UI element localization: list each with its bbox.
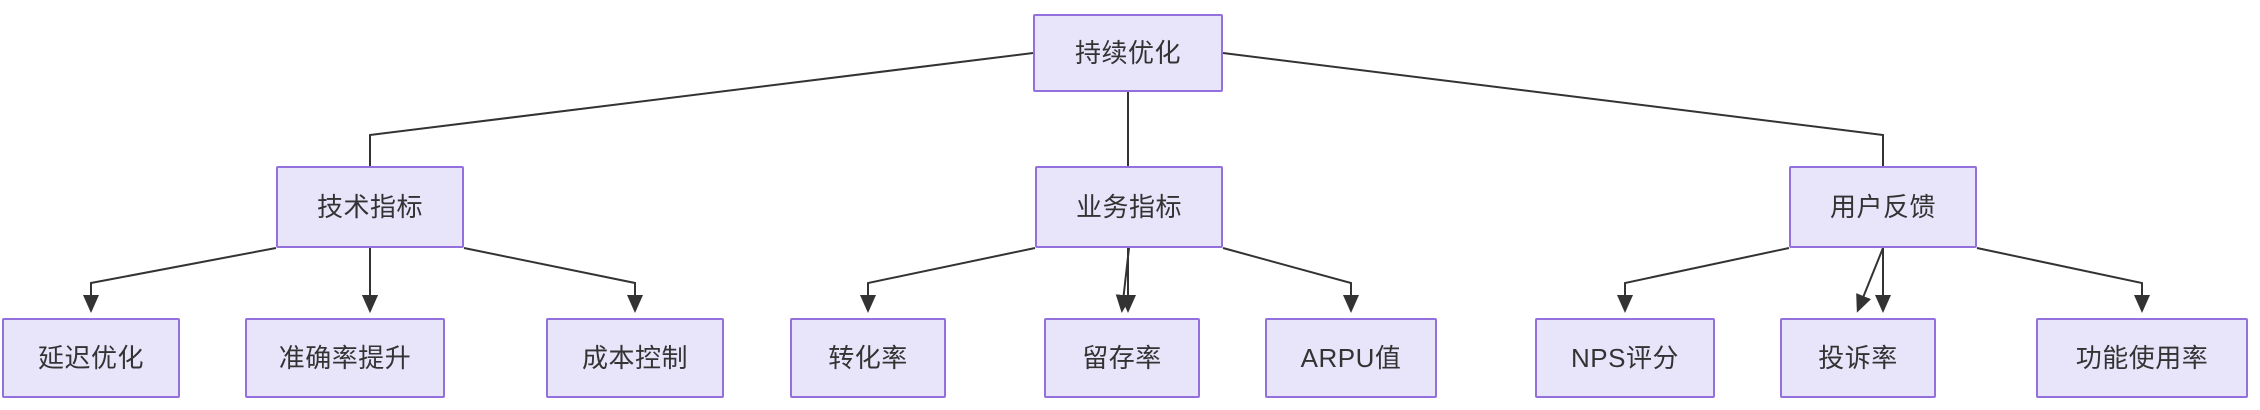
node-label-cost: 成本控制: [581, 343, 688, 373]
node-label-complaint: 投诉率: [1818, 343, 1898, 373]
node-label-conv: 转化率: [828, 343, 908, 373]
node-cost[interactable]: 成本控制: [546, 318, 724, 398]
node-label-latency: 延迟优化: [37, 343, 144, 373]
node-tech[interactable]: 技术指标: [276, 166, 464, 248]
edge-biz-to-conv: [860, 247, 1036, 313]
node-nps[interactable]: NPS评分: [1535, 318, 1715, 398]
node-latency[interactable]: 延迟优化: [2, 318, 180, 398]
edge-biz-to-arpu: [1222, 247, 1359, 313]
edge-biz-to-retention: [1115, 247, 1132, 313]
node-usage[interactable]: 功能使用率: [2036, 318, 2248, 398]
edge-root-to-feedback: [1222, 52, 1891, 313]
node-label-biz: 业务指标: [1075, 192, 1182, 222]
node-root[interactable]: 持续优化: [1033, 14, 1223, 92]
node-label-retention: 留存率: [1082, 343, 1162, 373]
node-label-accuracy: 准确率提升: [278, 343, 412, 373]
edge-tech-to-cost: [463, 247, 643, 313]
node-feedback[interactable]: 用户反馈: [1789, 166, 1977, 248]
node-complaint[interactable]: 投诉率: [1780, 318, 1936, 398]
edge-root-to-tech: [362, 52, 1034, 313]
node-label-arpu: ARPU值: [1300, 343, 1402, 373]
edge-feedback-to-complaint: [1856, 247, 1884, 313]
node-retention[interactable]: 留存率: [1044, 318, 1200, 398]
node-label-nps: NPS评分: [1571, 343, 1679, 373]
node-biz[interactable]: 业务指标: [1035, 166, 1223, 248]
edge-feedback-to-nps: [1617, 247, 1790, 313]
node-label-root: 持续优化: [1074, 38, 1181, 68]
node-conv[interactable]: 转化率: [790, 318, 946, 398]
node-arpu[interactable]: ARPU值: [1265, 318, 1437, 398]
node-label-feedback: 用户反馈: [1829, 192, 1936, 222]
node-accuracy[interactable]: 准确率提升: [245, 318, 445, 398]
edge-feedback-to-usage: [1976, 247, 2150, 313]
edge-tech-to-latency: [83, 247, 277, 313]
node-label-usage: 功能使用率: [2075, 343, 2209, 373]
node-label-tech: 技术指标: [316, 192, 423, 222]
